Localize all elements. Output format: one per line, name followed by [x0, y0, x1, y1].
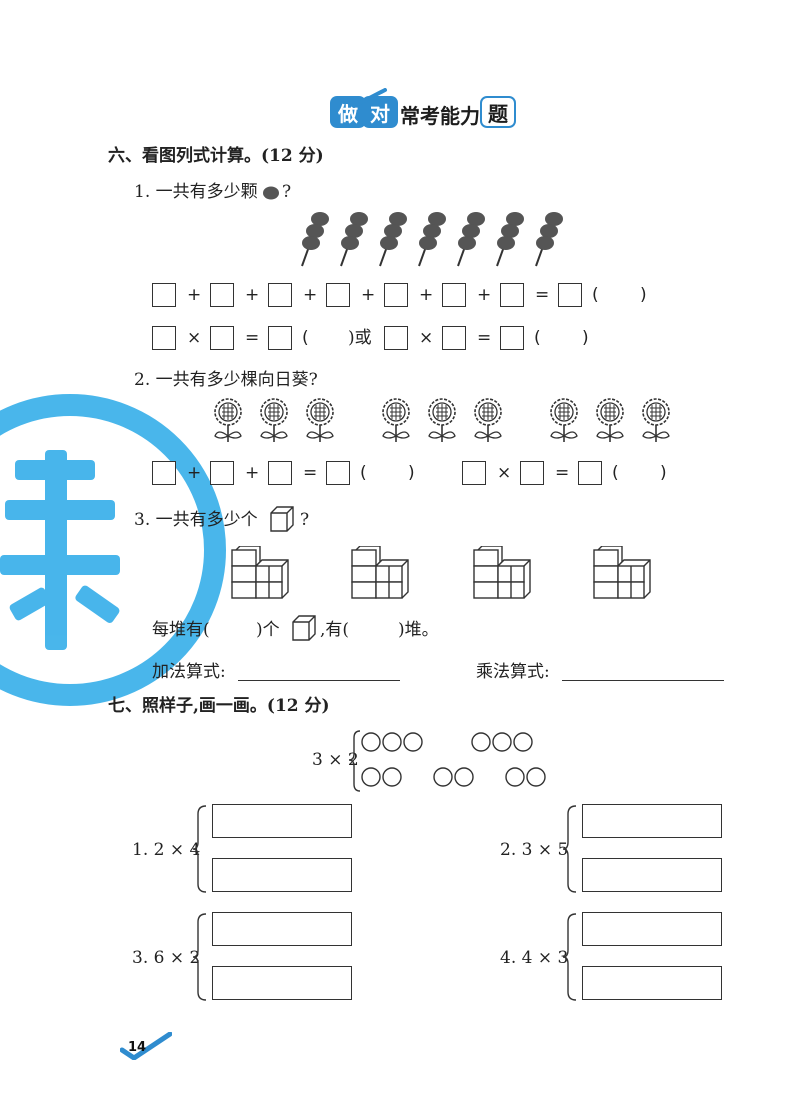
- draw-box[interactable]: [582, 912, 722, 946]
- item-2-label: 2. 3 × 5: [500, 840, 569, 860]
- section6-title: 六、看图列式计算。(12 分): [108, 146, 324, 166]
- brace-icon: [192, 805, 207, 893]
- left-paren: (: [592, 285, 599, 305]
- right-paren: ): [640, 285, 647, 305]
- bead-sticks: [301, 211, 564, 267]
- answer-box[interactable]: [268, 283, 292, 307]
- item-4-label: 4. 4 × 3: [500, 948, 569, 968]
- item-1-label: 1. 2 × 4: [132, 840, 201, 860]
- answer-box[interactable]: [500, 326, 524, 350]
- equals-sign: =: [555, 463, 570, 483]
- draw-box[interactable]: [212, 804, 352, 838]
- draw-box[interactable]: [582, 966, 722, 1000]
- each-pile-text: 每堆有(: [152, 620, 210, 640]
- q2-text: 2. 一共有多少棵向日葵?: [134, 370, 318, 390]
- answer-box[interactable]: [210, 283, 234, 307]
- draw-box[interactable]: [212, 912, 352, 946]
- answer-box[interactable]: [268, 326, 292, 350]
- answer-box[interactable]: [384, 326, 408, 350]
- equals-sign: =: [303, 463, 318, 483]
- answer-box[interactable]: [500, 283, 524, 307]
- plus-sign: +: [187, 285, 202, 305]
- answer-box[interactable]: [578, 461, 602, 485]
- equals-sign: =: [245, 328, 260, 348]
- answer-box[interactable]: [520, 461, 544, 485]
- brace-icon: [562, 913, 577, 1001]
- brace-icon: [192, 913, 207, 1001]
- answer-box[interactable]: [442, 326, 466, 350]
- plus-sign: +: [477, 285, 492, 305]
- sunflower-groups: [214, 398, 670, 443]
- section7-title: 七、照样子,画一画。(12 分): [108, 696, 330, 716]
- plus-sign: +: [245, 285, 260, 305]
- have-text: ,有(: [320, 620, 350, 640]
- dot-icon: [263, 186, 279, 200]
- cube-icon: [270, 506, 294, 532]
- q3-end: ?: [300, 510, 310, 530]
- banner-title: 常考能力: [400, 104, 480, 128]
- plus-sign: +: [361, 285, 376, 305]
- answer-box[interactable]: [326, 283, 350, 307]
- draw-box[interactable]: [582, 804, 722, 838]
- right-paren: ): [660, 463, 667, 483]
- check-icon: [120, 1032, 172, 1060]
- brace-icon: [562, 805, 577, 893]
- mul-label: 乘法算式:: [476, 662, 550, 682]
- times-sign: ×: [187, 328, 202, 348]
- banner-tile-3: 题: [480, 96, 516, 128]
- watermark-seal: [0, 394, 226, 706]
- left-paren: (: [534, 328, 541, 348]
- equals-sign: =: [535, 285, 550, 305]
- left-paren: (: [302, 328, 309, 348]
- q1-end: ?: [282, 182, 292, 202]
- right-paren: ): [408, 463, 415, 483]
- cube-piles: [231, 546, 651, 599]
- answer-box[interactable]: [210, 461, 234, 485]
- add-label: 加法算式:: [152, 662, 226, 682]
- cube-icon: [292, 615, 316, 641]
- piles-text: )堆。: [398, 620, 439, 640]
- q1-text: 1. 一共有多少颗: [134, 182, 258, 202]
- check-icon: [343, 88, 387, 108]
- right-paren: ): [582, 328, 589, 348]
- answer-box[interactable]: [210, 326, 234, 350]
- q3-text: 3. 一共有多少个: [134, 510, 258, 530]
- banner-tile-2: 对: [362, 96, 398, 128]
- answer-box[interactable]: [442, 283, 466, 307]
- draw-box[interactable]: [582, 858, 722, 892]
- plus-sign: +: [187, 463, 202, 483]
- equals-sign: =: [477, 328, 492, 348]
- each-pile-mid: )个: [256, 620, 280, 640]
- plus-sign: +: [245, 463, 260, 483]
- times-sign: ×: [497, 463, 512, 483]
- answer-box[interactable]: [152, 461, 176, 485]
- answer-box[interactable]: [384, 283, 408, 307]
- draw-box[interactable]: [212, 858, 352, 892]
- answer-box[interactable]: [462, 461, 486, 485]
- plus-sign: +: [419, 285, 434, 305]
- times-sign: ×: [419, 328, 434, 348]
- item-3-label: 3. 6 × 2: [132, 948, 201, 968]
- add-answer-line[interactable]: [238, 680, 400, 681]
- example-label: 3 × 2: [312, 750, 359, 770]
- mul-answer-line[interactable]: [562, 680, 724, 681]
- draw-box[interactable]: [212, 966, 352, 1000]
- or-text: )或: [348, 328, 372, 348]
- plus-sign: +: [303, 285, 318, 305]
- answer-box[interactable]: [326, 461, 350, 485]
- page-number: 14: [128, 1040, 147, 1055]
- answer-box[interactable]: [152, 326, 176, 350]
- example-drawing: [348, 730, 546, 792]
- answer-box[interactable]: [268, 461, 292, 485]
- left-paren: (: [360, 463, 367, 483]
- left-paren: (: [612, 463, 619, 483]
- answer-box[interactable]: [152, 283, 176, 307]
- answer-box[interactable]: [558, 283, 582, 307]
